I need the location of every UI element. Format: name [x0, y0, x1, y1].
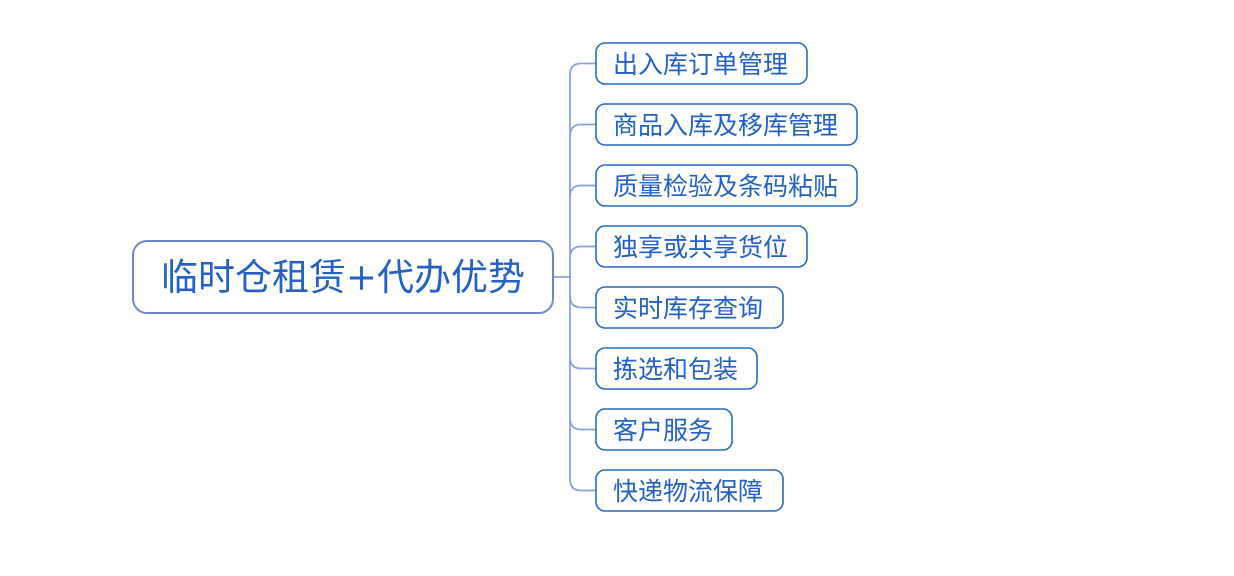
branch-node-box[interactable] — [595, 469, 784, 512]
branch-node-2[interactable]: 商品入库及移库管理 — [595, 103, 858, 146]
branch-node-box[interactable] — [595, 103, 858, 146]
branch-node-label: 实时库存查询 — [613, 294, 763, 323]
branch-node-label: 客户服务 — [613, 416, 713, 445]
branch-line-2 — [569, 123, 596, 137]
branch-node-7[interactable]: 客户服务 — [595, 408, 733, 451]
branch-line-8 — [569, 478, 596, 492]
branch-node-label: 商品入库及移库管理 — [613, 111, 838, 140]
connector-lines — [553, 62, 596, 492]
branch-node-box[interactable] — [595, 164, 858, 207]
branch-node-label: 出入库订单管理 — [613, 50, 788, 79]
branch-node-label: 独享或共享货位 — [613, 233, 788, 262]
branch-node-label: 质量检验及条码粘贴 — [613, 172, 838, 201]
branch-node-8[interactable]: 快递物流保障 — [595, 469, 784, 512]
branch-line-7 — [569, 417, 596, 431]
branch-node-4[interactable]: 独享或共享货位 — [595, 225, 808, 268]
branch-line-5 — [569, 295, 596, 309]
branch-line-3 — [569, 184, 596, 198]
root-node-label: 临时仓租赁+代办优势 — [161, 256, 525, 299]
branch-node-label: 拣选和包装 — [613, 355, 738, 384]
branch-node-5[interactable]: 实时库存查询 — [595, 286, 784, 329]
branch-node-box[interactable] — [595, 286, 784, 329]
branch-line-1 — [569, 62, 596, 76]
branch-node-box[interactable] — [595, 408, 733, 451]
branch-node-3[interactable]: 质量检验及条码粘贴 — [595, 164, 858, 207]
branch-node-box[interactable] — [595, 42, 808, 85]
branch-line-6 — [569, 356, 596, 370]
branch-node-1[interactable]: 出入库订单管理 — [595, 42, 808, 85]
root-node-box[interactable] — [132, 240, 554, 314]
branch-node-label: 快递物流保障 — [613, 477, 763, 506]
branch-node-box[interactable] — [595, 347, 758, 390]
branch-line-4 — [569, 245, 596, 259]
branch-node-6[interactable]: 拣选和包装 — [595, 347, 758, 390]
root-node[interactable]: 临时仓租赁+代办优势 — [132, 240, 554, 314]
branch-node-box[interactable] — [595, 225, 808, 268]
